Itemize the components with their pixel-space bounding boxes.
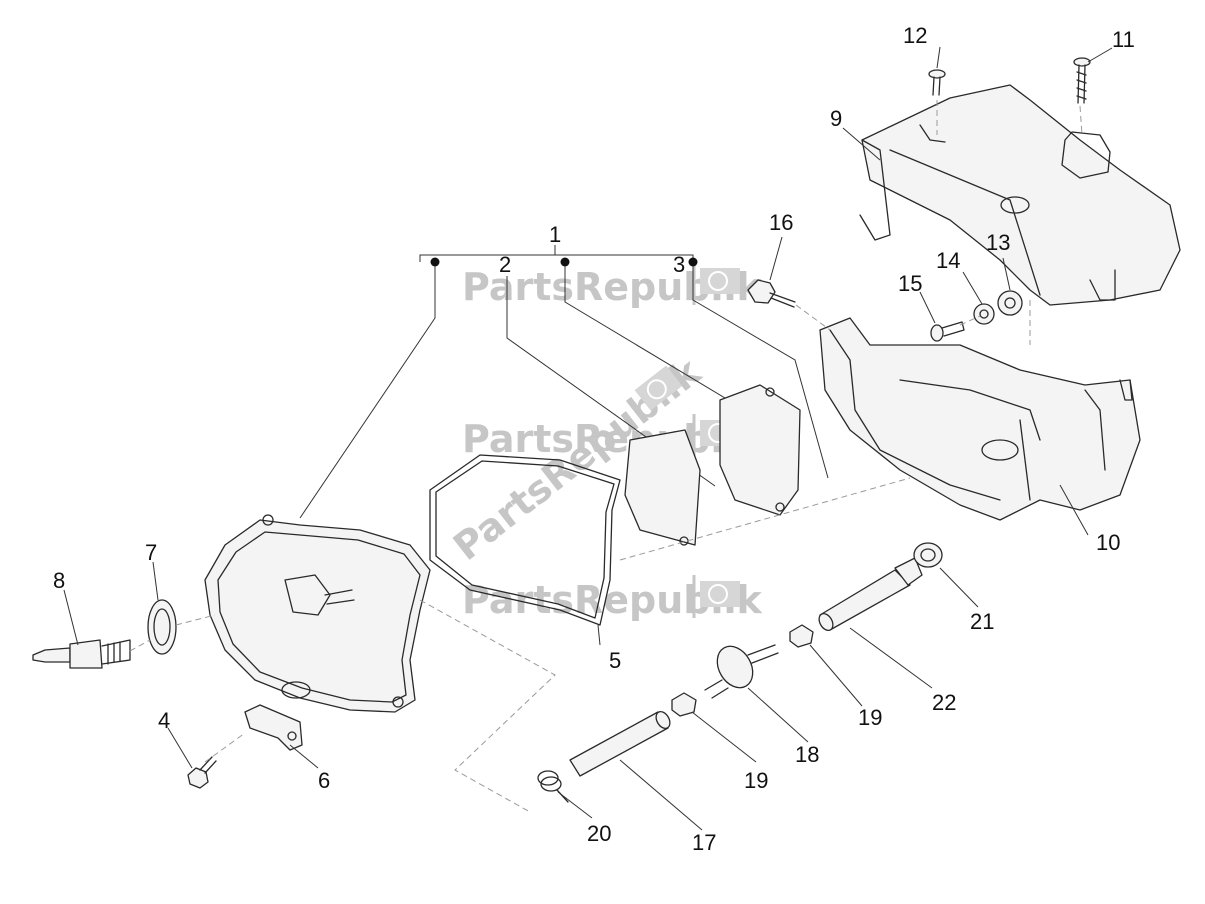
callout-22: 22	[932, 690, 956, 715]
callout-5: 5	[609, 648, 621, 673]
part-4-bolt	[187, 756, 217, 789]
watermark-bottom: PartsRepublik	[462, 575, 763, 622]
callout-19-lower: 19	[744, 768, 768, 793]
watermark-top: PartsRepublik	[462, 262, 763, 309]
part-13-grommet	[997, 290, 1023, 316]
part-10-lower-housing	[819, 317, 1141, 521]
part-15-screw	[930, 321, 965, 342]
callout-4: 4	[158, 708, 170, 733]
part-19-clamp-lower	[671, 692, 697, 717]
callout-8: 8	[53, 568, 65, 593]
part-20-spring-clip	[537, 770, 569, 803]
part-17-hose	[569, 710, 671, 777]
callout-6: 6	[318, 768, 330, 793]
callout-18: 18	[795, 742, 819, 767]
callout-2: 2	[499, 252, 511, 277]
part-5-gasket	[429, 454, 621, 626]
callout-numbers: 1 2 3 4 5 6 7 8 9 10 11 12 13 14 15 16 1…	[53, 23, 1135, 855]
part-11-screw	[1073, 57, 1091, 104]
callout-16: 16	[769, 210, 793, 235]
part-21-clamp	[913, 542, 943, 568]
callout-19-upper: 19	[858, 705, 882, 730]
part-3-plate	[719, 384, 801, 516]
callout-9: 9	[830, 106, 842, 131]
callout-14: 14	[936, 248, 960, 273]
callout-21: 21	[970, 609, 994, 634]
part-16-thumb-screw	[747, 279, 796, 308]
callout-1: 1	[549, 222, 561, 247]
callout-13: 13	[986, 230, 1010, 255]
assembly-dash-lines	[129, 100, 1083, 813]
callout-10: 10	[1096, 530, 1120, 555]
part-8-spark-plug	[32, 639, 131, 669]
part-22-hose	[818, 557, 923, 632]
cylinder-head-cover	[204, 514, 431, 713]
callout-20: 20	[587, 821, 611, 846]
gear-flag-icon	[692, 575, 740, 618]
part-12-screw	[928, 69, 946, 96]
part-2-plate	[624, 429, 701, 546]
callout-7: 7	[145, 540, 157, 565]
gear-flag-icon	[692, 262, 740, 305]
assembly-bracket-1	[299, 254, 829, 519]
callout-15: 15	[898, 271, 922, 296]
part-14-washer	[973, 303, 995, 325]
callout-17: 17	[692, 830, 716, 855]
callout-12: 12	[903, 23, 927, 48]
part-6-bracket	[244, 704, 303, 751]
callout-3: 3	[673, 252, 685, 277]
callout-11: 11	[1112, 27, 1135, 52]
callout-leaders	[63, 46, 1113, 831]
part-9-upper-cover	[859, 84, 1181, 306]
part-18-valve	[704, 644, 779, 699]
gear-flag-icon	[634, 365, 683, 411]
part-19-clamp-upper	[789, 624, 814, 648]
part-7-seal	[147, 599, 177, 655]
